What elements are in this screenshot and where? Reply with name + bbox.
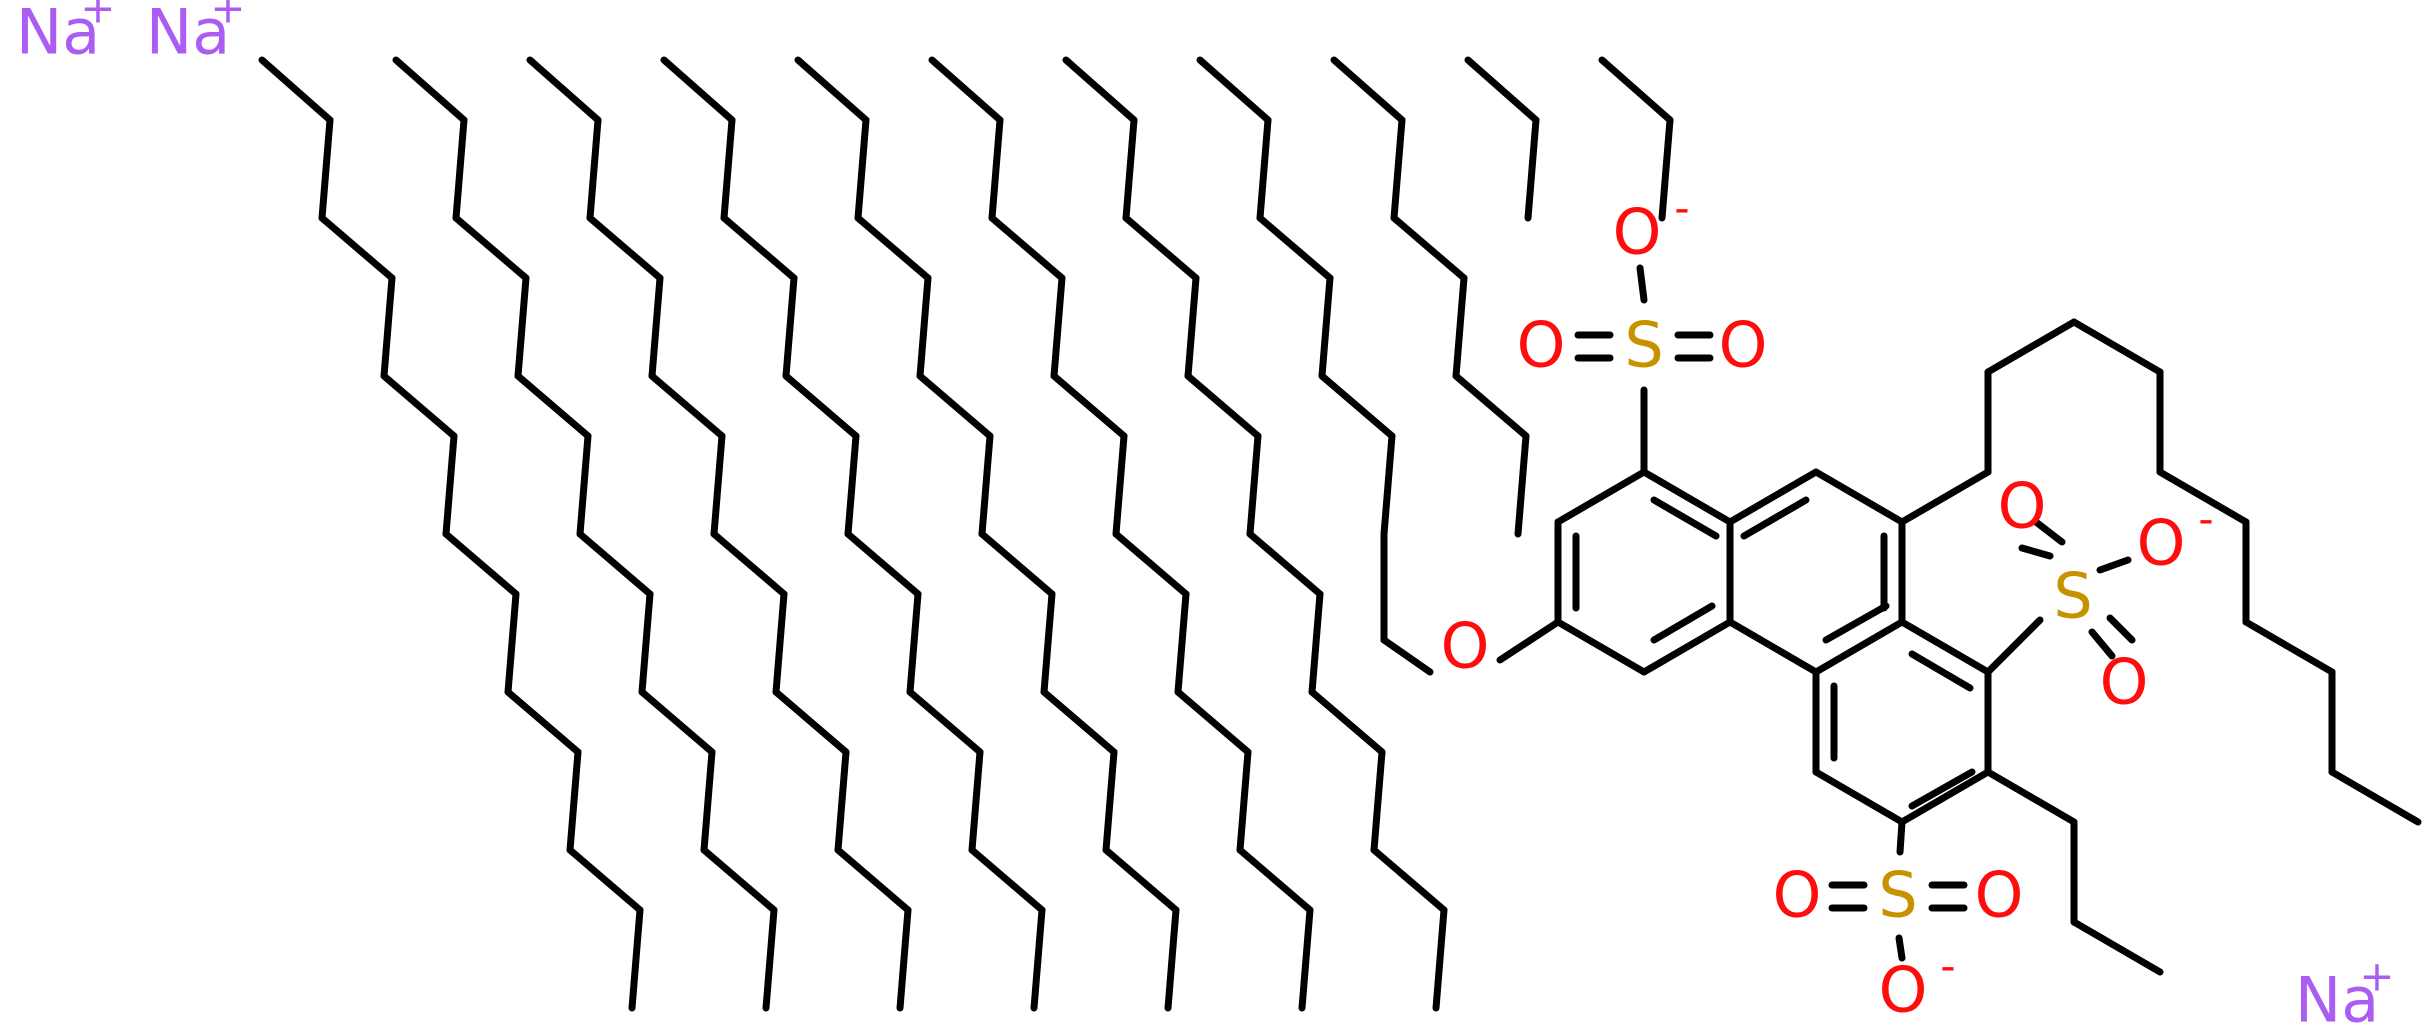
- o-ether-label: O: [1441, 610, 1490, 683]
- atom-s3-o-right: O: [1975, 859, 2024, 932]
- sulfonate-2-bonds: [1984, 518, 2136, 676]
- alkyl-chain-bonds-3: [526, 56, 912, 1012]
- atom-s3: S: [1878, 859, 1917, 932]
- sulfonate-3-bonds: [1828, 818, 1968, 962]
- counterion-na1: Na +: [16, 0, 116, 69]
- alkyl-chain-bonds-2: [392, 56, 778, 1012]
- na3-charge: +: [2359, 952, 2394, 1001]
- atom-s2-o-up: O: [1998, 470, 2047, 543]
- alkyl-chain-bonds: [258, 56, 644, 1012]
- atom-o-ether: O: [1441, 610, 1490, 683]
- s2-o-minus-charge: -: [2198, 495, 2213, 544]
- s1-label: S: [1624, 309, 1663, 382]
- atom-s3-o-minus: O -: [1879, 942, 1956, 1027]
- atom-s1: S: [1624, 309, 1663, 382]
- atom-s1-o-minus: O -: [1613, 184, 1690, 269]
- alkyl-chain-bonds-7: [1062, 56, 1448, 1012]
- atom-s3-o-left: O: [1773, 859, 1822, 932]
- s3-o-right-label: O: [1975, 859, 2024, 932]
- na1-label: Na: [16, 0, 100, 69]
- na2-label: Na: [146, 0, 230, 69]
- s1-o-minus-charge: -: [1674, 184, 1689, 233]
- atom-s2-o-down: O: [2100, 646, 2149, 719]
- alkyl-chain-bonds-5: [794, 56, 1180, 1012]
- na2-charge: +: [210, 0, 245, 33]
- atom-s2: S: [2053, 560, 2092, 633]
- atom-s1-o-right: O: [1719, 309, 1768, 382]
- s3-o-minus-charge: -: [1940, 942, 1955, 991]
- right-substituent-bonds: [1898, 318, 2422, 976]
- s2-o-down-label: O: [2100, 646, 2149, 719]
- ether-link-bonds: [1380, 530, 1562, 676]
- s3-label: S: [1878, 859, 1917, 932]
- s2-o-up-label: O: [1998, 470, 2047, 543]
- s3-o-left-label: O: [1773, 859, 1822, 932]
- atom-s1-o-left: O: [1517, 309, 1566, 382]
- s2-o-minus-label: O: [2137, 507, 2186, 580]
- na1-charge: +: [80, 0, 115, 33]
- alkyl-chain-bonds-4: [660, 56, 1046, 1012]
- s1-o-left-label: O: [1517, 309, 1566, 382]
- s1-o-right-label: O: [1719, 309, 1768, 382]
- counterion-na3: Na +: [2295, 952, 2395, 1032]
- counterion-na2: Na +: [146, 0, 246, 69]
- s1-o-minus-label: O: [1613, 196, 1662, 269]
- atom-s2-o-minus: O -: [2137, 495, 2214, 580]
- s2-label: S: [2053, 560, 2092, 633]
- sulfonate-1-bonds: [1574, 264, 1714, 476]
- s3-o-minus-label: O: [1879, 954, 1928, 1027]
- aromatic-ring-system-bonds: [1554, 468, 1992, 826]
- na3-label: Na: [2295, 964, 2379, 1032]
- alkyl-chain-bonds-6: [928, 56, 1314, 1012]
- sulfonate-1-linker-bonds: [1196, 56, 1674, 538]
